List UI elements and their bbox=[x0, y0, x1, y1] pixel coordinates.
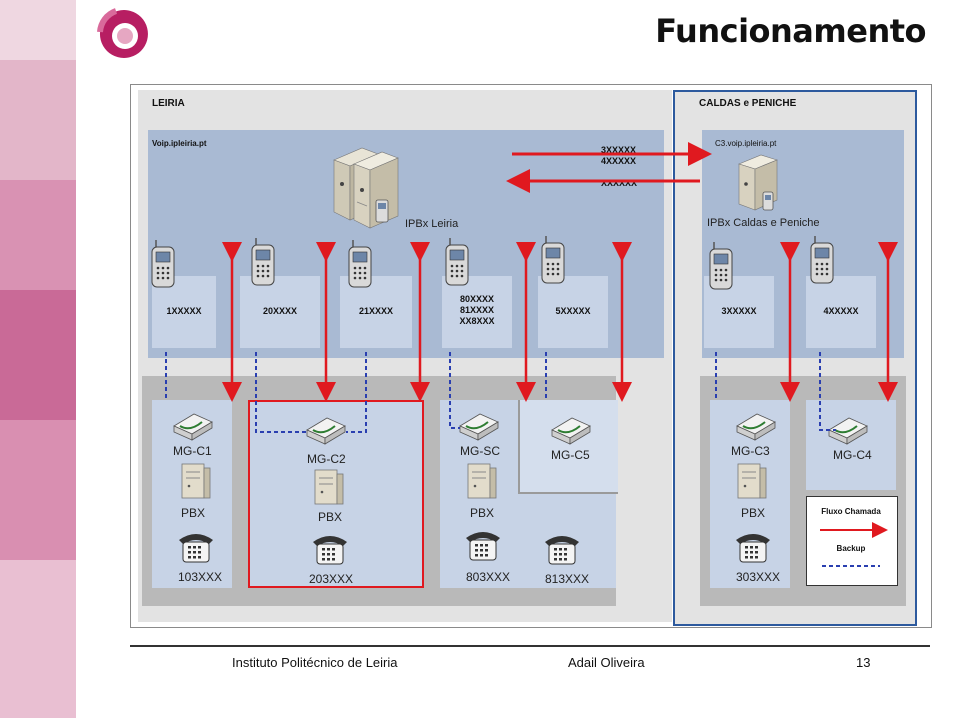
server-icon-caldas bbox=[738, 154, 778, 211]
backup-line bbox=[346, 352, 367, 433]
server-domain-leiria: Voip.ipleiria.pt bbox=[152, 139, 207, 148]
server-domain-caldas: C3.voip.ipleiria.pt bbox=[715, 139, 777, 148]
extension-label: 103XXX bbox=[178, 570, 223, 584]
region-label-caldas: CALDAS e PENICHE bbox=[699, 98, 797, 109]
gateway-label-c5: MG-C5 bbox=[551, 448, 590, 462]
link-label-bottom: XXXXXX bbox=[601, 178, 638, 188]
link-label-top-1: 3XXXXX bbox=[601, 145, 637, 155]
pbx-label: PBX bbox=[318, 510, 343, 524]
number-cell-label: 80XXXX bbox=[459, 294, 495, 304]
footer-divider bbox=[130, 645, 930, 647]
logo-icon bbox=[97, 8, 148, 58]
footer-institution: Instituto Politécnico de Leiria bbox=[232, 655, 398, 670]
number-cell-2: 20XXXX bbox=[240, 276, 320, 348]
number-cell-5: 5XXXXX bbox=[538, 276, 608, 348]
gateway-label-sc: MG-SC bbox=[460, 444, 500, 458]
decorative-sidebar bbox=[0, 0, 76, 718]
number-cell-label: 20XXXX bbox=[262, 306, 298, 316]
pbx-label: PBX bbox=[181, 506, 206, 520]
extension-label: 303XXX bbox=[736, 570, 781, 584]
number-cell-4: 80XXXX 81XXXX XX8XXX bbox=[442, 276, 512, 348]
backup-line bbox=[449, 352, 460, 429]
extension-label: 203XXX bbox=[309, 572, 354, 586]
legend-box bbox=[806, 496, 898, 586]
server-name-leiria: IPBx Leiria bbox=[405, 218, 459, 230]
extension-label: 803XXX bbox=[466, 570, 511, 584]
number-cell-label: 81XXXX bbox=[459, 305, 495, 315]
number-cell-3: 21XXXX bbox=[340, 276, 412, 348]
backup-line bbox=[819, 352, 836, 431]
backup-line bbox=[255, 352, 306, 433]
footer-page-number: 13 bbox=[856, 655, 871, 670]
gateway-label-c2: MG-C2 bbox=[307, 452, 346, 466]
pbx-label: PBX bbox=[470, 506, 495, 520]
legend-call-flow-label: Fluxo Chamada bbox=[821, 507, 881, 516]
number-cell-label: 5XXXXX bbox=[555, 306, 591, 316]
pbx-label: PBX bbox=[741, 506, 766, 520]
number-cell-1: 1XXXXX bbox=[152, 276, 216, 348]
region-label-leiria: LEIRIA bbox=[152, 98, 185, 109]
server-name-caldas: IPBx Caldas e Peniche bbox=[707, 217, 820, 229]
extension-label: 813XXX bbox=[545, 572, 590, 586]
legend-backup-label: Backup bbox=[836, 544, 866, 553]
gateway-label-c1: MG-C1 bbox=[173, 444, 212, 458]
number-cell-label: XX8XXX bbox=[459, 316, 495, 326]
number-cell-label: 4XXXXX bbox=[823, 306, 859, 316]
site-box-c5 bbox=[518, 400, 618, 494]
number-cell-label: 1XXXXX bbox=[166, 306, 202, 316]
gateway-label-c3: MG-C3 bbox=[731, 444, 770, 458]
page-title: Funcionamento bbox=[655, 12, 926, 50]
gateway-label-c4: MG-C4 bbox=[833, 448, 872, 462]
link-label-top: 3XXXXX 4XXXXX bbox=[601, 145, 636, 167]
number-cell-7: 4XXXXX bbox=[806, 276, 876, 348]
link-label-top-2: 4XXXXX bbox=[601, 156, 637, 166]
number-cell-label: 3XXXXX bbox=[721, 306, 757, 316]
number-cell-label: 21XXXX bbox=[358, 306, 394, 316]
server-icon-leiria bbox=[333, 147, 399, 229]
footer-author: Adail Oliveira bbox=[568, 655, 645, 670]
